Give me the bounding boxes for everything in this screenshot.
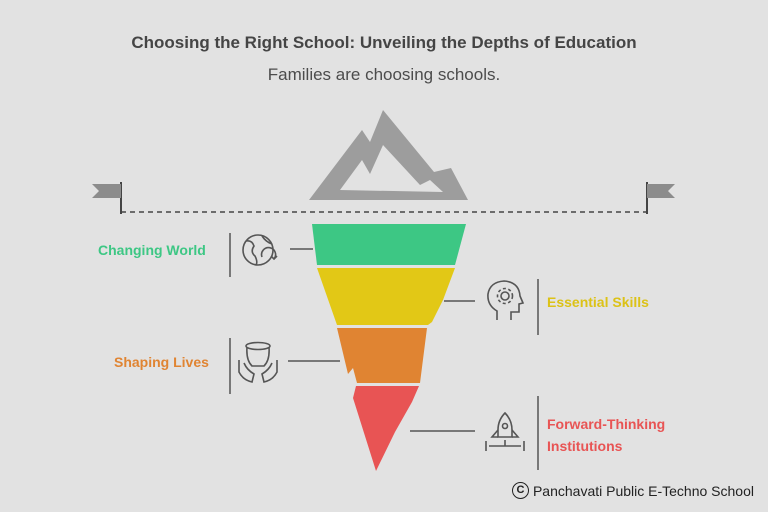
waterline xyxy=(92,182,675,214)
connectors xyxy=(229,233,539,470)
layer-forward-thinking xyxy=(353,386,419,471)
layer-changing-world xyxy=(312,224,466,265)
footer-credit: C Panchavati Public E-Techno School xyxy=(511,482,754,499)
label-essential-skills: Essential Skills xyxy=(547,294,649,310)
layer-essential-skills xyxy=(317,268,455,325)
page-title: Choosing the Right School: Unveiling the… xyxy=(131,33,637,52)
label-forward-thinking-line2: Institutions xyxy=(547,438,623,454)
left-flag-icon xyxy=(92,184,121,198)
label-changing-world: Changing World xyxy=(98,242,206,258)
label-forward-thinking: Forward-Thinking Institutions xyxy=(547,413,665,457)
globe-icon xyxy=(242,234,278,266)
hands-pot-icon xyxy=(238,341,278,383)
rocket-icon xyxy=(485,411,525,451)
page-subtitle: Families are choosing schools. xyxy=(267,65,501,84)
label-forward-thinking-line1: Forward-Thinking xyxy=(547,416,666,432)
label-shaping-lives: Shaping Lives xyxy=(114,354,209,370)
footer-text: Panchavati Public E-Techno School xyxy=(532,482,754,499)
iceberg-tip xyxy=(309,110,468,200)
head-gear-icon xyxy=(487,280,525,320)
copyright-icon: C xyxy=(511,482,529,499)
layer-shaping-lives xyxy=(337,328,427,383)
right-flag-icon xyxy=(647,184,675,198)
